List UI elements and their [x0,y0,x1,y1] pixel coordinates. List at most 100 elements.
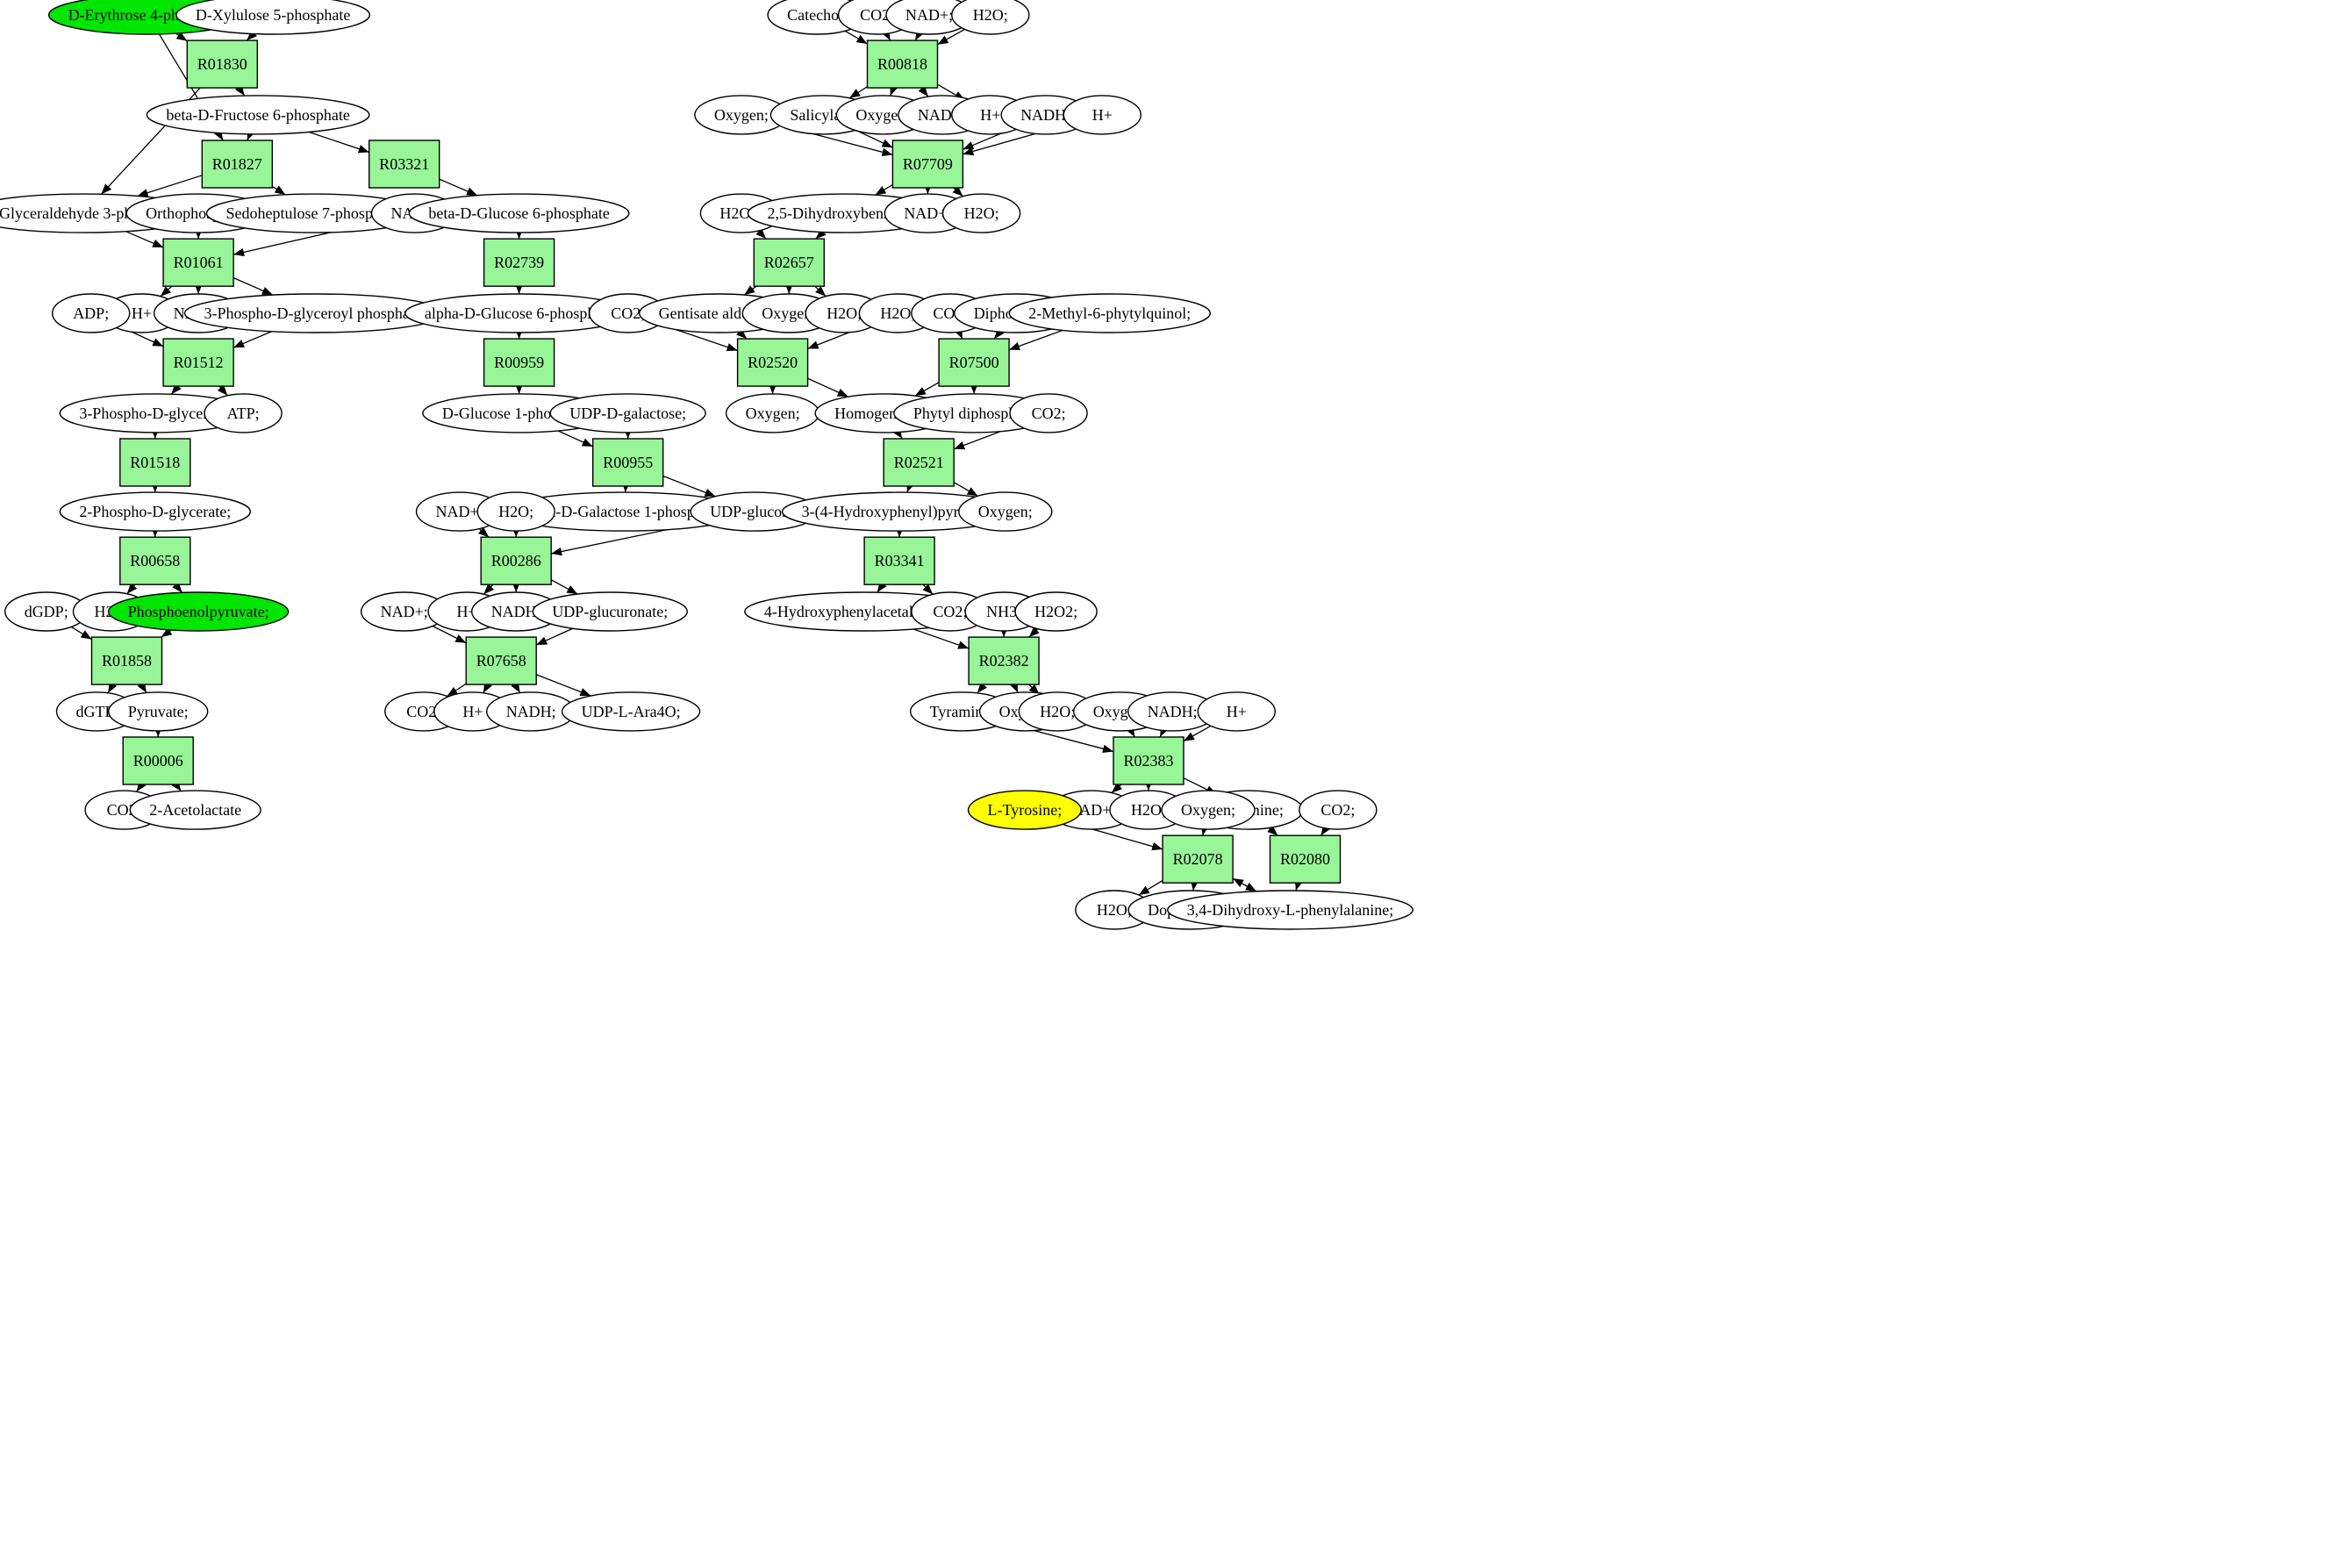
reaction-node-r-00006[interactable]: R00006 [122,736,194,785]
compound-label: Oxygen; [978,503,1033,520]
compound-node-m-3pgp[interactable]: 3-Phospho-D-glyceroyl phosphate; [183,293,446,333]
reaction-node-r-03341[interactable]: R03341 [863,536,935,585]
compound-node-m-oxy4[interactable]: Oxygen; [725,393,820,433]
reaction-node-r-00658[interactable]: R00658 [119,536,191,585]
compound-node-m-ldopa[interactable]: 3,4-Dihydroxy-L-phenylalanine; [1167,890,1413,930]
reaction-node-r-07709[interactable]: R07709 [891,140,964,189]
reaction-node-r-02080[interactable]: R02080 [1269,834,1342,884]
reaction-node-r-02521[interactable]: R02521 [883,438,955,487]
compound-label: H2O; [498,503,533,520]
compound-label: beta-D-Glucose 6-phosphate [428,204,609,222]
compound-node-m-3pg[interactable]: 3-Phospho-D-glycerate; [59,393,251,433]
reaction-node-r-02520[interactable]: R02520 [736,338,809,387]
compound-node-m-pyr[interactable]: Pyruvate; [107,691,209,732]
reaction-node-r-00818[interactable]: R00818 [866,39,939,89]
edge-r-07709-to-m-h2o4 [952,186,963,197]
edge-r-02520-to-m-homog [807,377,849,397]
compound-node-m-udpgal[interactable]: UDP-D-galactose; [549,393,706,433]
reaction-node-r-03321[interactable]: R03321 [369,140,440,189]
compound-node-m-udpglc[interactable]: UDP-glucose; [690,491,819,532]
compound-node-m-bdg6p[interactable]: beta-D-Glucose 6-phosphate [408,193,630,233]
compound-node-m-udpara[interactable]: UDP-L-Ara4O; [561,691,701,732]
reaction-node-r-02383[interactable]: R02383 [1113,736,1184,785]
reaction-label: R01830 [197,55,247,73]
compound-node-m-ltyr[interactable]: L-Tyrosine; [967,790,1082,830]
reaction-box [968,636,1040,685]
compound-node-m-udpglcu[interactable]: UDP-glucuronate; [532,591,688,632]
compound-node-m-nad3[interactable]: NAD+; [360,591,448,632]
compound-node-m-x5p[interactable]: D-Xylulose 5-phosphate [175,0,371,35]
reaction-node-r-07658[interactable]: R07658 [465,636,537,685]
edge-m-catechol-to-r-00818 [844,30,868,45]
reaction-node-r-00955[interactable]: R00955 [592,438,664,487]
edge-r-02521-to-m-oxy5 [953,482,978,497]
reaction-node-r-07500[interactable]: R07500 [938,338,1010,387]
compound-node-m-phytyl[interactable]: Phytyl diphosphate [893,393,1056,433]
compound-label: H2O2; [1034,603,1077,620]
compound-node-m-co2h[interactable]: CO2; [1299,790,1378,830]
compound-node-m-dgdp[interactable]: dGDP; [4,591,89,632]
compound-label: H2O; [880,304,915,322]
compound-label: H+ [1092,106,1113,124]
compound-label: Phosphoenolpyruvate; [128,603,269,620]
reaction-node-r-01827[interactable]: R01827 [201,140,274,189]
compound-node-m-2pg[interactable]: 2-Phospho-D-glycerate; [59,491,251,532]
compound-label: Oxygen; [762,304,816,322]
compound-node-m-oxy8[interactable]: Oxygen; [1161,790,1256,830]
compound-label: NADH; [506,703,556,720]
reaction-node-r-02078[interactable]: R02078 [1162,834,1234,884]
compound-node-m-2m6p[interactable]: 2-Methyl-6-phytylquinol; [1008,293,1211,333]
compound-node-m-h6[interactable]: H+ [1197,691,1277,732]
compound-node-m-oxy1[interactable]: Oxygen; [694,95,789,135]
reaction-node-r-01518[interactable]: R01518 [119,438,191,487]
compound-node-m-nadh3[interactable]: NADH; [486,691,576,732]
edge-r-00818-to-m-salicyl [848,86,868,99]
compound-node-m-nad2[interactable]: NAD+; [415,491,504,532]
compound-node-m-h2o9[interactable]: H2O; [1075,890,1154,930]
compound-node-m-oxy5[interactable]: Oxygen; [958,491,1053,532]
edge-m-x5p-to-r-01830 [246,30,258,41]
compound-node-m-h2o7[interactable]: H2O; [1018,691,1098,732]
reaction-node-r-01830[interactable]: R01830 [186,39,259,89]
reaction-node-r-00959[interactable]: R00959 [483,338,555,387]
compound-label: NADH; [491,603,541,620]
compound-node-m-3hpp[interactable]: 3-(4-Hydroxyphenyl)pyruvate; [781,491,1018,532]
compound-label: NAD+; [904,204,951,222]
compound-node-m-nadh2[interactable]: NADH; [471,591,562,632]
reaction-node-r-02739[interactable]: R02739 [483,238,555,287]
compound-label: CO2; [860,6,894,24]
reaction-node-r-02382[interactable]: R02382 [968,636,1040,685]
reaction-label: R02739 [494,254,544,271]
edge-r-01830-to-m-bdf6p [234,84,246,97]
compound-label: H+ [132,304,152,322]
compound-node-m-h2o2b[interactable]: H2O2; [1014,591,1098,632]
compound-node-m-nadh5[interactable]: NADH; [1000,95,1091,135]
compound-node-m-pep[interactable]: Phosphoenolpyruvate; [107,591,290,632]
compound-node-m-co2f[interactable]: CO2; [1009,393,1088,433]
edge-r-07658-to-m-co2a [447,683,467,697]
edge-r-02382-to-m-oxy6 [1009,681,1019,693]
compound-node-m-atp[interactable]: ATP; [204,393,283,433]
compound-node-m-s7p[interactable]: Sedoheptulose 7-phosphate; [205,193,424,233]
compound-node-m-h2o2[interactable]: H2O; [476,491,555,532]
compound-node-m-adp[interactable]: ADP; [51,293,131,333]
reaction-node-r-01061[interactable]: R01061 [162,238,234,287]
reaction-node-r-00286[interactable]: R00286 [480,536,552,585]
reaction-label: R00955 [603,454,653,471]
compound-node-m-h2o3[interactable]: H2O; [951,0,1030,35]
reaction-label: R02383 [1123,752,1173,770]
reaction-node-r-01858[interactable]: R01858 [90,636,163,685]
compound-node-m-nadh6[interactable]: NADH; [1127,691,1218,732]
reaction-label: R07658 [476,652,526,669]
compound-node-m-co2d[interactable]: CO2; [589,293,668,333]
compound-node-m-h5[interactable]: H+ [1063,95,1142,135]
reaction-node-r-01512[interactable]: R01512 [162,338,234,387]
edge-r-03341-to-m-co2g [922,584,934,595]
edge-m-h6-to-r-02383 [1183,725,1212,742]
compound-node-m-acetolac[interactable]: 2-Acetolactate [129,790,261,830]
compound-node-m-h2o4[interactable]: H2O; [941,193,1021,233]
reaction-node-r-02657[interactable]: R02657 [753,238,825,287]
compound-label: H2O; [1040,703,1075,720]
compound-node-m-bdf6p[interactable]: beta-D-Fructose 6-phosphate [146,95,370,135]
reaction-box [1269,834,1342,884]
